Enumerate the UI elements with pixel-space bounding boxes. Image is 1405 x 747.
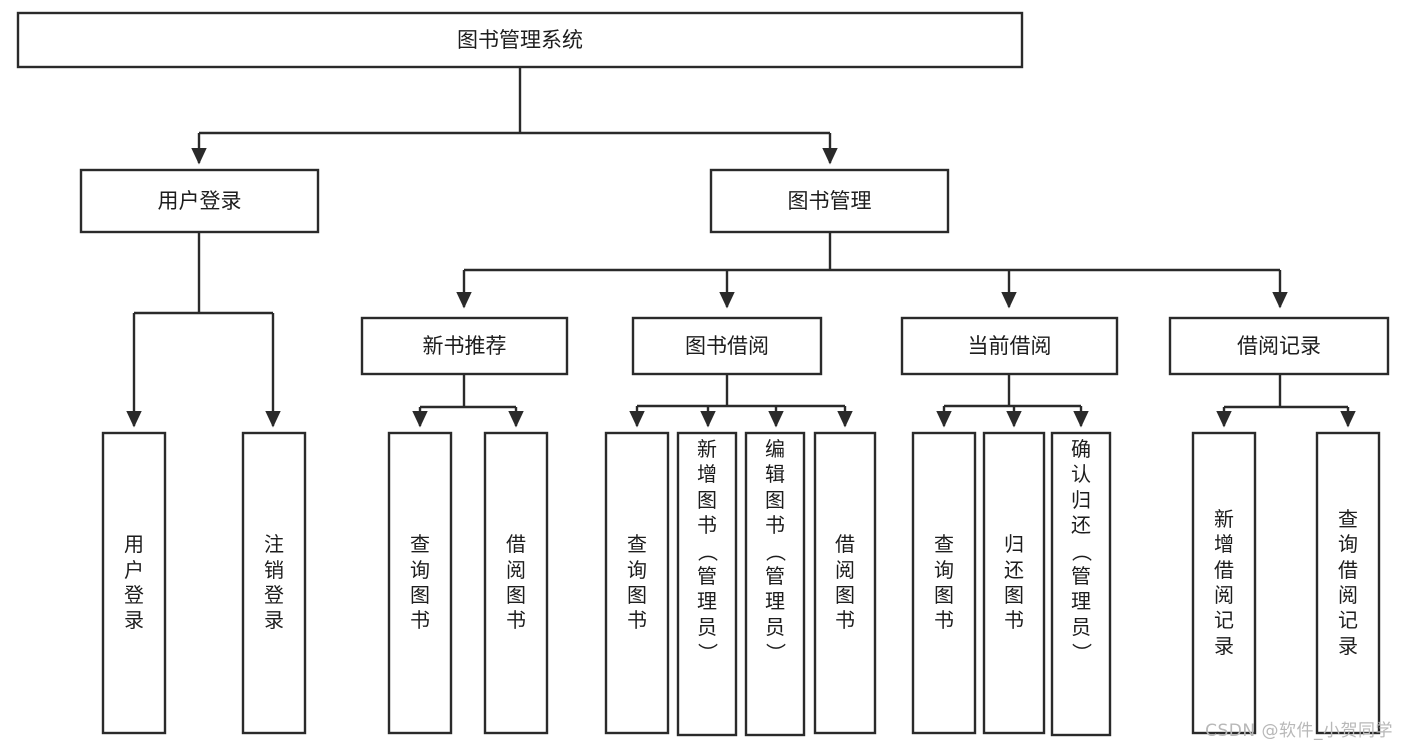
- node-new-book-rec[interactable]: 新书推荐: [360, 316, 569, 376]
- node-current-borrow-box[interactable]: [900, 316, 1119, 376]
- node-leaf-query-book-3-box[interactable]: [911, 431, 977, 735]
- leaf-box-group: [101, 431, 1381, 737]
- node-borrow-record[interactable]: 借阅记录: [1168, 316, 1390, 376]
- node-leaf-borrow-book-2-box[interactable]: [813, 431, 877, 735]
- node-borrow-record-box[interactable]: [1168, 316, 1390, 376]
- node-borrow-record-label: 借阅记录: [1237, 334, 1321, 358]
- node-leaf-query-book-2-box[interactable]: [604, 431, 670, 735]
- node-leaf-user-login-box[interactable]: [101, 431, 167, 735]
- node-user-login-label: 用户登录: [158, 189, 242, 213]
- node-book-borrow-label: 图书借阅: [685, 334, 769, 358]
- node-current-borrow[interactable]: 当前借阅: [900, 316, 1119, 376]
- node-leaf-add-book-box[interactable]: [676, 431, 738, 737]
- node-leaf-query-record-box[interactable]: [1315, 431, 1381, 735]
- node-leaf-edit-book-box[interactable]: [744, 431, 806, 737]
- node-book-manage-box[interactable]: [709, 168, 950, 234]
- node-book-manage-label: 图书管理: [788, 189, 872, 213]
- node-leaf-query-book-1-box[interactable]: [387, 431, 453, 735]
- node-book-manage[interactable]: 图书管理: [709, 168, 950, 234]
- node-user-login[interactable]: 用户登录: [79, 168, 320, 234]
- node-leaf-confirm-return-box[interactable]: [1050, 431, 1112, 737]
- node-user-login-box[interactable]: [79, 168, 320, 234]
- node-root[interactable]: 图书管理系统: [16, 11, 1024, 69]
- node-root-box[interactable]: [16, 11, 1024, 69]
- node-leaf-add-record-box[interactable]: [1191, 431, 1257, 735]
- node-leaf-logout-login-box[interactable]: [241, 431, 307, 735]
- node-book-borrow-box[interactable]: [631, 316, 823, 376]
- node-book-borrow[interactable]: 图书借阅: [631, 316, 823, 376]
- node-leaf-borrow-book-1-box[interactable]: [483, 431, 549, 735]
- node-current-borrow-label: 当前借阅: [968, 334, 1052, 358]
- node-root-label: 图书管理系统: [457, 28, 583, 52]
- node-leaf-return-book-box[interactable]: [982, 431, 1046, 735]
- node-new-book-rec-label: 新书推荐: [423, 334, 507, 358]
- connector-group: [126, 67, 1356, 428]
- node-new-book-rec-box[interactable]: [360, 316, 569, 376]
